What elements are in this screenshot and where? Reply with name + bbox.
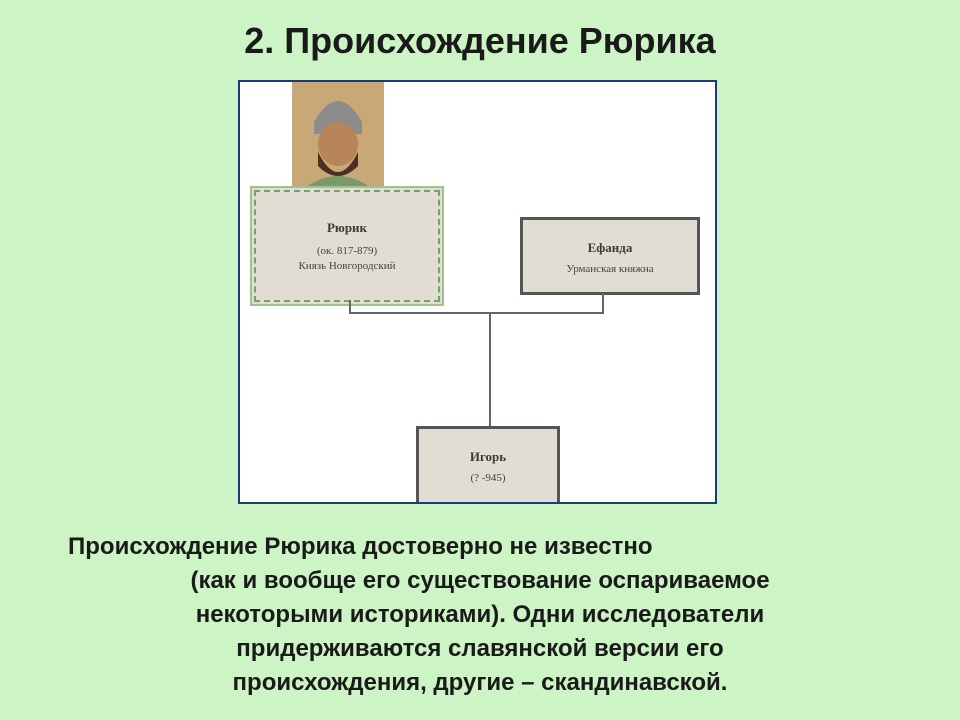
efanda-title: Урманская княжна xyxy=(566,263,654,275)
rurik-box: Рюрик (ок. 817-879) Князь Новгородский xyxy=(252,188,442,304)
rurik-dates: (ок. 817-879) xyxy=(316,245,378,257)
efanda-box: Ефанда Урманская княжна xyxy=(520,217,700,295)
body-line: Происхождение Рюрика достоверно не извес… xyxy=(68,533,653,560)
igor-name: Игорь xyxy=(469,449,507,464)
connector-line xyxy=(489,312,491,428)
rurik-title: Князь Новгородский xyxy=(298,260,396,272)
connector-line xyxy=(349,300,351,314)
body-line: придерживаются славянской версии его xyxy=(236,635,724,662)
igor-dates: (? -945) xyxy=(470,472,506,484)
body-line: (как и вообще его существование оспарива… xyxy=(190,567,770,594)
connector-line xyxy=(602,293,604,314)
body-line: происхождения, другие – скандинавской. xyxy=(232,669,728,696)
connector-line xyxy=(349,312,604,314)
slide-title: 2. Происхождение Рюрика xyxy=(244,20,716,61)
body-text: Происхождение Рюрика достоверно не извес… xyxy=(0,530,960,700)
rurik-portrait xyxy=(292,82,384,190)
family-tree-diagram: Рюрик (ок. 817-879) Князь Новгородский Е… xyxy=(238,80,717,504)
rurik-name: Рюрик xyxy=(326,220,368,235)
efanda-name: Ефанда xyxy=(587,240,633,255)
body-line: некоторыми историками). Одни исследовате… xyxy=(195,601,765,628)
igor-box: Игорь (? -945) xyxy=(416,426,560,502)
portrait-image xyxy=(292,82,384,190)
